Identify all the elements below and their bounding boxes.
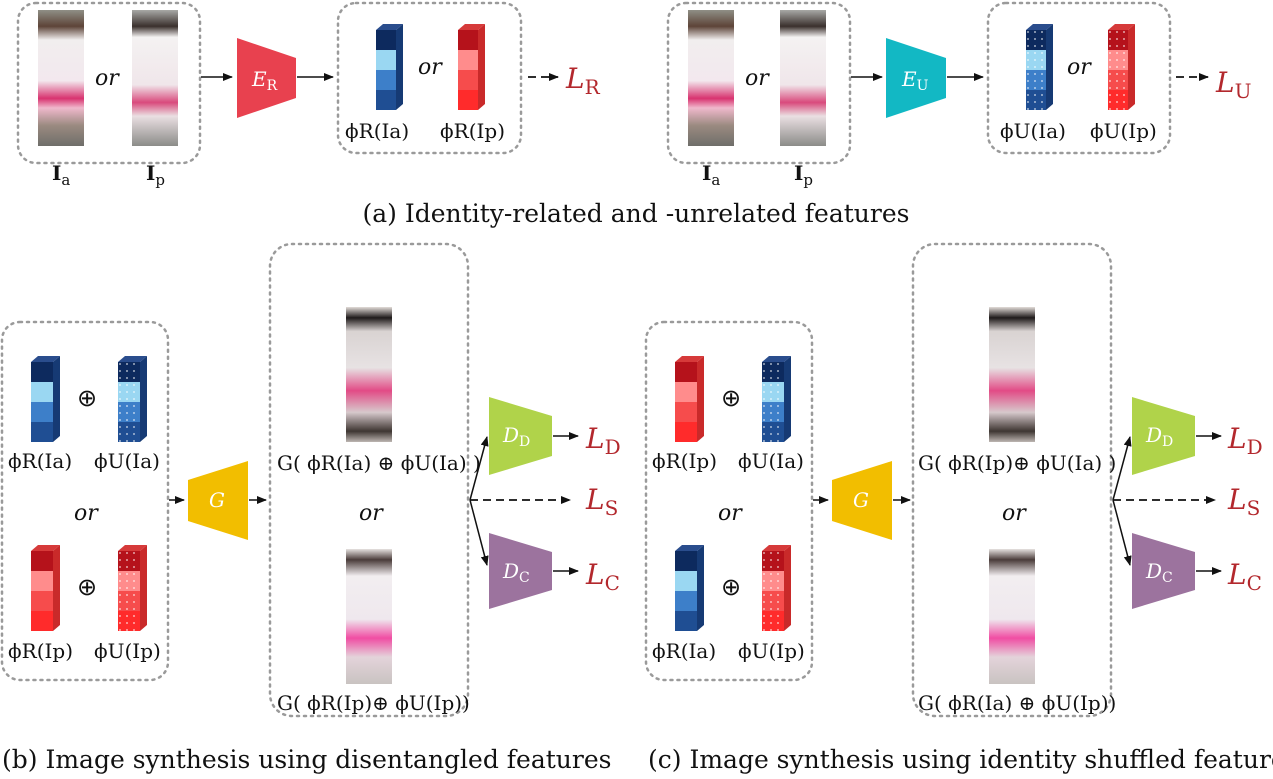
plus-icon: ⊕ bbox=[77, 384, 97, 412]
discriminator-dc bbox=[1132, 533, 1195, 609]
feature-label-phiR-Ip: ϕR(Ip) bbox=[8, 639, 73, 663]
input-label-anchor: Ia bbox=[52, 161, 70, 189]
input-group-box bbox=[16, 1, 202, 165]
feature-label-phiU-Ia: ϕU(Ia) bbox=[94, 449, 160, 473]
feature-stack-blue bbox=[376, 24, 403, 110]
output-label-bottom: G( ϕR(Ip)⊕ ϕU(Ip)) bbox=[277, 691, 470, 715]
encoder-eu-label: EU bbox=[901, 67, 929, 94]
generator-g-label: G bbox=[853, 488, 869, 512]
loss-lc: LC bbox=[585, 558, 620, 595]
person-image-anchor bbox=[688, 10, 734, 146]
loss-ls: LS bbox=[585, 483, 618, 520]
discriminator-dd-label: DD bbox=[502, 423, 530, 450]
loss-lc: LC bbox=[1227, 558, 1262, 595]
feature-stack-blue-dotted bbox=[118, 356, 147, 442]
person-image-anchor bbox=[38, 10, 84, 146]
output-label-bottom: G( ϕR(Ia) ⊕ ϕU(Ip)) bbox=[918, 691, 1116, 715]
feature-label-phiU-Ia: ϕU(Ia) bbox=[738, 449, 804, 473]
input-group-box bbox=[666, 1, 852, 165]
input-label-anchor: Ia bbox=[702, 161, 720, 189]
feature-stack-blue-dotted bbox=[1026, 24, 1053, 110]
plus-icon: ⊕ bbox=[77, 573, 97, 601]
feature-stack-red-dotted bbox=[762, 545, 791, 631]
feature-label-phiR-Ip: ϕR(Ip) bbox=[652, 449, 717, 473]
feature-stack-blue bbox=[675, 545, 704, 631]
generator-g bbox=[832, 461, 892, 540]
feature-label-phiR-Ia: ϕR(Ia) bbox=[345, 119, 409, 143]
loss-lu: LU bbox=[1215, 66, 1251, 103]
or-label: or bbox=[1002, 501, 1027, 526]
panel-c: ⊕ ϕR(Ip) ϕU(Ia) or ⊕ ϕR(Ia) ϕU(Ip) G G( … bbox=[644, 242, 1263, 718]
person-image-positive bbox=[132, 10, 178, 146]
generated-image-top bbox=[346, 307, 392, 442]
plus-icon: ⊕ bbox=[721, 573, 741, 601]
encoder-er bbox=[237, 38, 296, 118]
feature-pairs-box bbox=[644, 320, 814, 682]
encoder-er-label: ER bbox=[251, 67, 278, 94]
plus-icon: ⊕ bbox=[721, 384, 741, 412]
loss-ls: LS bbox=[1227, 483, 1260, 520]
generated-image-top bbox=[989, 307, 1035, 442]
caption-a: (a) Identity-related and -unrelated feat… bbox=[363, 199, 910, 228]
generated-images-box bbox=[268, 242, 470, 718]
discriminator-dc-label: DC bbox=[502, 559, 530, 586]
input-label-positive: Ip bbox=[794, 161, 813, 189]
panel-b: ⊕ ϕR(Ia) ϕU(Ia) or ⊕ ϕR(Ip) ϕU(Ip) G G( … bbox=[0, 242, 621, 718]
panel-a-left: or Ia Ip ER or ϕR(Ia) ϕR(Ip) LR bbox=[16, 1, 601, 189]
feature-label-phiR-Ip: ϕR(Ip) bbox=[440, 119, 505, 143]
feature-stack-red-dotted bbox=[1108, 24, 1135, 110]
loss-lr: LR bbox=[565, 62, 601, 99]
generated-images-box bbox=[911, 242, 1113, 718]
or-label: or bbox=[95, 66, 120, 91]
generated-image-bottom bbox=[989, 549, 1035, 684]
output-label-top: G( ϕR(Ia) ⊕ ϕU(Ia) ) bbox=[277, 451, 481, 475]
encoder-eu bbox=[886, 38, 946, 118]
input-label-positive: Ip bbox=[146, 161, 165, 189]
or-label: or bbox=[418, 55, 443, 80]
or-label: or bbox=[718, 501, 743, 526]
discriminator-dd bbox=[489, 397, 552, 475]
feature-stack-red bbox=[675, 356, 704, 442]
discriminator-dc-label: DC bbox=[1145, 559, 1173, 586]
feature-stack-blue bbox=[31, 356, 60, 442]
discriminator-dd-label: DD bbox=[1145, 423, 1173, 450]
discriminator-dd bbox=[1132, 397, 1195, 475]
generated-image-bottom bbox=[346, 549, 392, 684]
person-image-positive bbox=[780, 10, 826, 146]
feature-stack-red-dotted bbox=[118, 545, 147, 631]
feature-pairs-box bbox=[0, 320, 170, 682]
feature-group-box bbox=[986, 1, 1172, 155]
or-label: or bbox=[74, 501, 99, 526]
feature-label-phiU-Ip: ϕU(Ip) bbox=[94, 639, 161, 663]
feature-label-phiU-Ip: ϕU(Ip) bbox=[1090, 119, 1157, 143]
caption-c: (c) Image synthesis using identity shuff… bbox=[648, 745, 1273, 774]
feature-stack-red bbox=[458, 24, 485, 110]
generator-g-label: G bbox=[209, 488, 225, 512]
feature-label-phiR-Ia: ϕR(Ia) bbox=[652, 639, 716, 663]
discriminator-dc bbox=[489, 533, 552, 609]
loss-ld: LD bbox=[1227, 422, 1263, 459]
feature-stack-red bbox=[31, 545, 60, 631]
feature-label-phiR-Ia: ϕR(Ia) bbox=[8, 449, 72, 473]
or-label: or bbox=[745, 66, 770, 91]
or-label: or bbox=[359, 501, 384, 526]
feature-label-phiU-Ip: ϕU(Ip) bbox=[738, 639, 805, 663]
panel-a-right: or Ia Ip EU or ϕU(Ia) ϕU(Ip) LU bbox=[666, 1, 1251, 189]
feature-group-box bbox=[336, 1, 523, 155]
feature-stack-blue-dotted bbox=[762, 356, 791, 442]
feature-label-phiU-Ia: ϕU(Ia) bbox=[1000, 119, 1066, 143]
or-label: or bbox=[1067, 55, 1092, 80]
generator-g bbox=[188, 461, 248, 540]
output-label-top: G( ϕR(Ip)⊕ ϕU(Ia) ) bbox=[918, 451, 1116, 475]
loss-ld: LD bbox=[585, 422, 621, 459]
caption-b: (b) Image synthesis using disentangled f… bbox=[2, 745, 611, 774]
